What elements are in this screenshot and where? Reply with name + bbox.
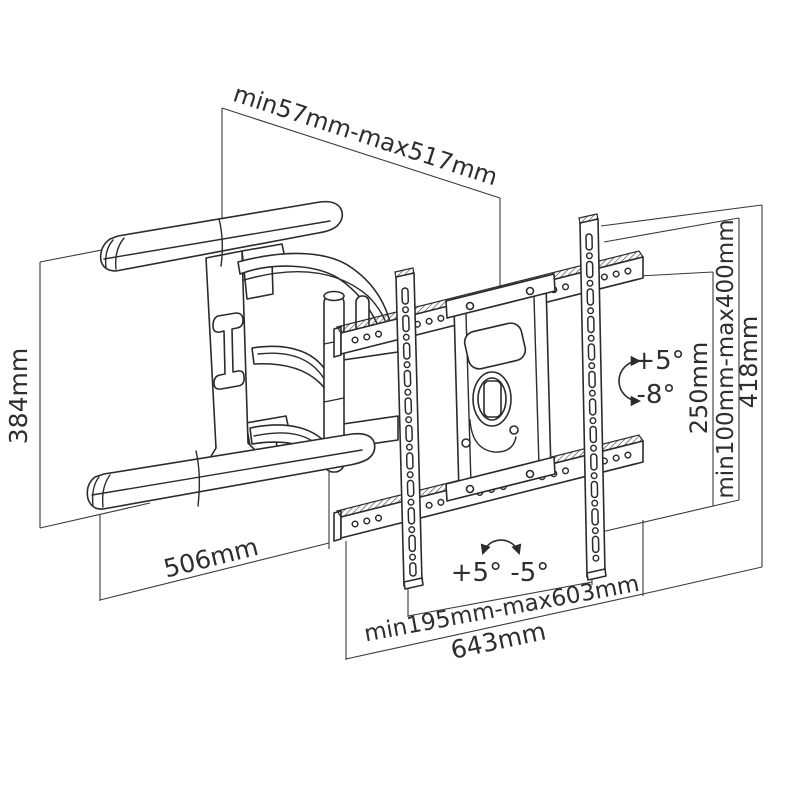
top-arm-seam xyxy=(218,218,224,267)
bottom-arm-cap-line xyxy=(91,476,100,507)
bolt xyxy=(465,301,475,311)
extension-line xyxy=(642,566,763,595)
mid-arm-inner-line xyxy=(257,352,327,383)
dim-plate-height: 384mm xyxy=(4,262,41,528)
center-bracket xyxy=(445,273,556,502)
dim-vesa-range: min100mm-max400mm xyxy=(596,217,740,534)
rail-bottom-cap xyxy=(586,568,607,581)
pivot-column-cap xyxy=(323,290,345,302)
dimension-line xyxy=(407,581,593,617)
extension-line xyxy=(596,499,740,534)
dim-vesa-height: 250mm xyxy=(638,271,714,506)
bracket-cutout xyxy=(212,312,245,390)
dim-plate-width-label: 506mm xyxy=(161,532,262,583)
rail-slots xyxy=(402,288,416,576)
swivel-arrow-arc xyxy=(480,539,522,555)
dimension-line xyxy=(345,593,644,660)
dim-rail-height: 418mm xyxy=(600,204,763,595)
tilt-down-label: -8° xyxy=(637,380,676,410)
vesa-right-rail xyxy=(578,213,607,581)
bottom-arm-cap-line xyxy=(101,474,111,508)
bolt xyxy=(465,484,475,494)
bottom-arm-crease xyxy=(91,449,363,496)
bolt xyxy=(509,425,519,435)
extension-line xyxy=(600,204,763,227)
dim-rail-height-label: 418mm xyxy=(735,316,763,409)
dim-vesa-range-label: min100mm-max400mm xyxy=(713,219,739,498)
swivel-range-label: +5° -5° xyxy=(451,558,550,588)
bottom-arm-seam xyxy=(195,450,201,507)
top-arm-cap-line xyxy=(104,239,114,269)
plane-bottom-edge xyxy=(39,502,151,529)
bottom-arm xyxy=(86,432,376,510)
pivot-seam xyxy=(323,397,345,403)
top-arm xyxy=(99,200,344,272)
dimension-line xyxy=(99,542,330,601)
lock-slot xyxy=(483,380,502,418)
top-arm-cap-line xyxy=(114,237,125,270)
dim-arm-extension-label: min57mm-max517mm xyxy=(230,79,501,191)
bolt xyxy=(525,286,535,296)
dim-vesa-height-label: 250mm xyxy=(685,342,713,435)
rail-slots xyxy=(586,234,599,565)
top-arm-crease xyxy=(103,220,331,260)
rail-holes xyxy=(402,288,416,576)
vesa-left-rail xyxy=(394,267,424,590)
bolt xyxy=(525,469,535,479)
tilt-indicator: +5° -8° xyxy=(618,346,685,410)
extension-line xyxy=(638,271,714,277)
dim-plate-height-label: 384mm xyxy=(4,348,33,444)
tilt-arrow-arc xyxy=(618,355,642,407)
rail-bottom-cap xyxy=(403,577,424,590)
bracket-cutout-slot xyxy=(463,322,527,370)
swivel-indicator: +5° -5° xyxy=(451,539,550,588)
linkage xyxy=(237,252,399,473)
tilt-up-label: +5° xyxy=(633,346,684,376)
dimension-line xyxy=(221,107,501,199)
extension-line xyxy=(603,217,740,243)
cable-hook-line xyxy=(469,419,517,453)
bolt xyxy=(461,438,471,448)
